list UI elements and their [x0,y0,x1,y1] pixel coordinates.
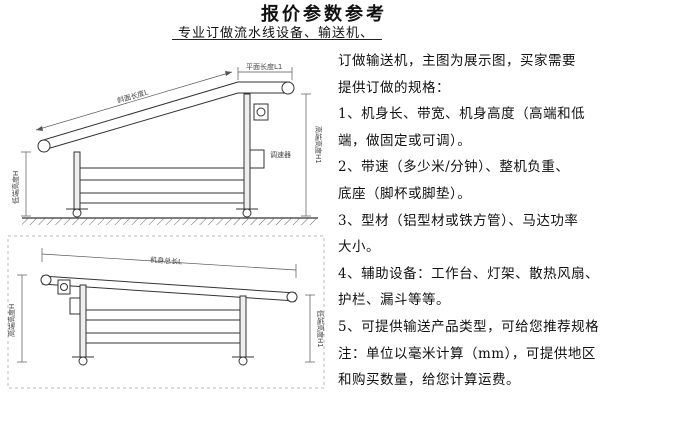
spec-line: 订做输送机，主图为展示图，买家需要 [338,53,576,69]
dim-high-height [301,93,311,217]
label-flat: 平面长度L1 [246,62,282,71]
label-high-height: 高端高度H1 [314,126,323,164]
spec-line: 护栏、漏斗等等。 [338,292,450,309]
flat-belt [238,81,295,95]
label-total-length: 机身总长L [150,255,183,266]
spec-line: 注：单位以毫米计算（mm），可提供地区 [338,345,596,362]
dim-high-height [17,274,27,363]
label-incline: 斜面长度L [116,87,149,104]
page-title: 报价参数参考 [261,4,387,25]
motor [57,279,81,315]
spec-line: 大小。 [338,239,380,256]
dim-low-height [305,294,315,363]
spec-line: 和购买数量，给您计算运费。 [338,372,520,389]
casters [66,208,258,218]
motor [249,103,269,169]
subtitle-underline [172,39,382,40]
label-low-height: 低端高度H1 [316,310,325,348]
bottom-conveyor-drawing [7,235,325,389]
label-motor: 调速器 [270,150,291,159]
top-conveyor-drawing [21,67,318,225]
spec-line: 4、辅助设备：工作台、灯架、散热风扇、 [338,265,600,282]
dim-total-length [41,248,297,278]
spec-requirements: 订做输送机，主图为展示图，买家需要提供订做的规格： 1、机身长、带宽、机身高度（高… [338,48,668,394]
spec-line: 2、带速（多少米/分钟）、整机负重、 [338,159,570,176]
spec-line: 提供订做的规格： [338,79,450,96]
spec-line: 端，做固定或可调）。 [338,132,472,149]
spec-line: 3、型材（铝型材或铁方管）、马达功率 [338,212,579,229]
incline-belt [37,81,239,153]
dim-incline [35,71,233,131]
spec-line: 1、机身长、带宽、机身高度（高端和低 [338,106,586,123]
spec-line: 底座（脚杯或脚垫）。 [338,185,472,202]
support-legs [73,93,251,211]
spec-line: 5、可提供输送产品类型，可给您推荐规格 [338,318,600,335]
dim-low-height [21,151,31,217]
label-high-height: 高端高度H [7,304,16,337]
label-low-height: 低端高度H [11,171,20,204]
casters [72,356,254,366]
page-subtitle: 专业订做流水线设备、输送机、 [178,26,375,41]
dim-flat [237,67,293,80]
conveyor-diagram: 斜面长度L 平面长度L1 低端高度H 高端高度H1 调速器 [7,62,325,389]
